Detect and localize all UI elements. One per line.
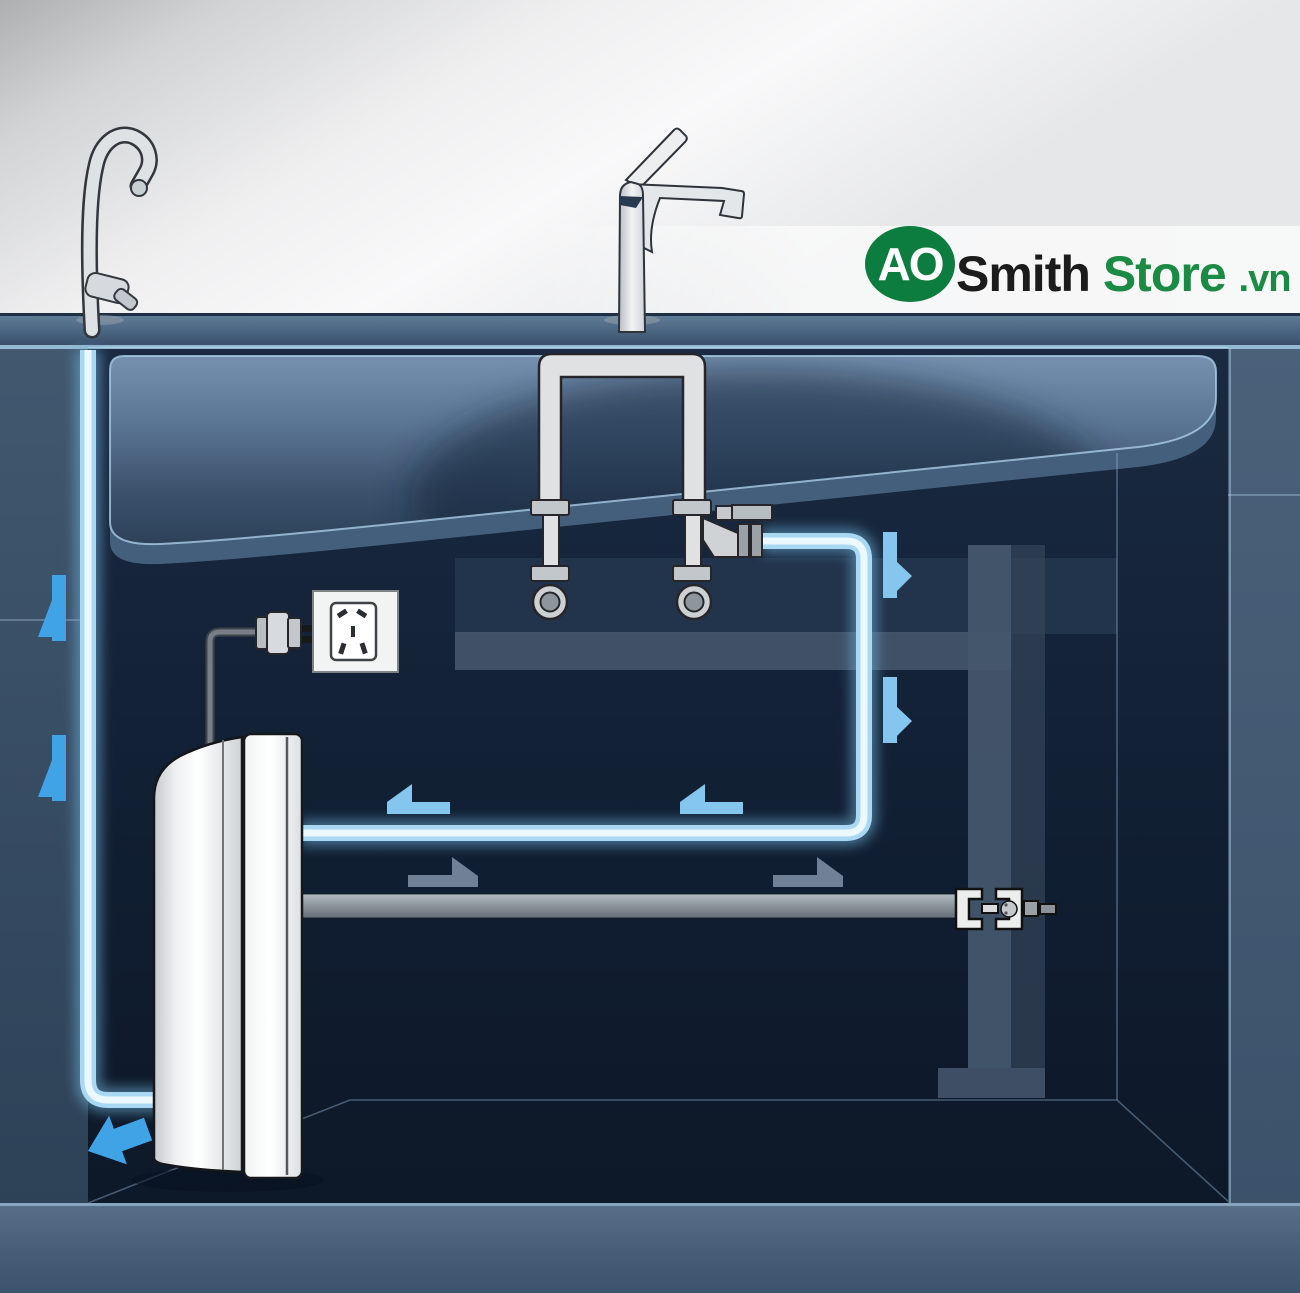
logo-store-text: Store <box>1103 246 1226 302</box>
kitchen-faucet <box>617 127 746 333</box>
store-logo: AO Smith Store .vn <box>865 226 1291 302</box>
power-cord <box>205 627 266 752</box>
logo-tld-text: .vn <box>1239 258 1291 300</box>
flow-arrow-right-icon <box>408 857 478 887</box>
flow-arrow-corner-icon <box>87 1115 153 1165</box>
feed-valve <box>702 504 773 558</box>
filter-faucet <box>80 126 158 339</box>
flow-arrow-up-icon <box>38 575 66 641</box>
flow-arrow-down-icon <box>883 532 912 598</box>
logo-brand-text: Smith <box>956 246 1090 302</box>
sink-basin <box>109 355 1217 565</box>
cabinet-left-panel <box>0 345 88 1205</box>
wall-column-foot <box>938 1068 1045 1098</box>
drain-pipe <box>299 893 959 919</box>
power-plug-icon <box>255 611 312 655</box>
flow-arrow-right-icon <box>773 857 843 887</box>
wall-column <box>968 545 1011 1070</box>
power-outlet <box>312 590 399 673</box>
wall-beam <box>455 632 1011 670</box>
kitchen-faucet-body <box>617 180 647 333</box>
flow-arrow-left-icon <box>680 784 743 814</box>
water-purifier <box>152 732 304 1180</box>
filtered-water-tubes <box>75 350 877 1113</box>
flow-arrow-left-icon <box>387 784 450 814</box>
faucet-supply-pipes <box>530 352 713 621</box>
logo-monogram-icon <box>865 226 955 302</box>
svg-text:Smith Store .vn: Smith Store .vn <box>956 246 1290 302</box>
kitchen-faucet-handle <box>624 127 688 190</box>
floor-front <box>0 1203 1300 1293</box>
flow-arrow-up-icon <box>38 735 66 801</box>
cabinet-right-panel <box>1228 345 1300 1205</box>
flow-arrow-down-icon <box>883 677 912 743</box>
logo-monogram-text: AO <box>878 238 943 290</box>
drain-quick-connector <box>954 887 1057 931</box>
